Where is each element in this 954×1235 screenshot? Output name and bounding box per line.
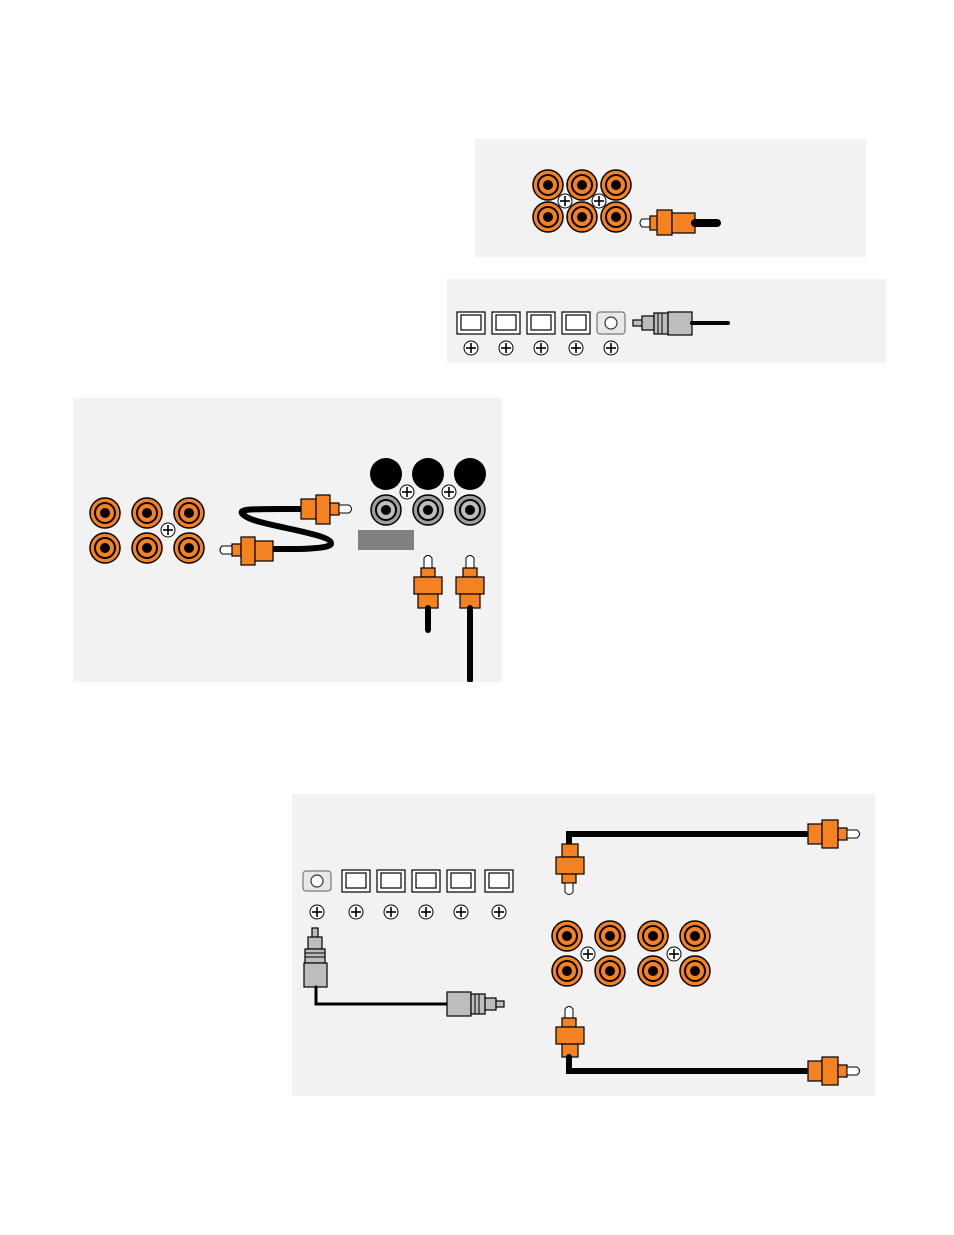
rca-jack-icon bbox=[174, 498, 204, 528]
panel-a bbox=[475, 139, 866, 257]
rca-jack-icon bbox=[638, 921, 668, 951]
black-knob-icon bbox=[370, 458, 402, 490]
rca-plug-icon bbox=[556, 1007, 584, 1058]
rca-plug-icon bbox=[640, 210, 695, 235]
rca-jack-icon bbox=[455, 495, 485, 525]
screw-icon bbox=[492, 905, 506, 919]
rca-plug-icon bbox=[808, 820, 860, 848]
rca-jack-icon bbox=[567, 202, 597, 232]
screw-icon bbox=[349, 905, 363, 919]
optical-plug-icon bbox=[304, 928, 327, 987]
rca-jack-icon bbox=[533, 170, 563, 200]
panel-d bbox=[292, 794, 875, 1096]
rca-plug-icon bbox=[556, 844, 584, 895]
screw-icon bbox=[667, 947, 681, 961]
screw-icon bbox=[499, 341, 513, 355]
optical-jack-icon bbox=[447, 870, 475, 892]
rca-jack-icon bbox=[601, 170, 631, 200]
optical-plug-icon bbox=[633, 312, 692, 335]
rca-jack-icon bbox=[680, 921, 710, 951]
panel-d-diagram bbox=[292, 794, 875, 1096]
rca-jack-icon bbox=[174, 533, 204, 563]
screw-icon bbox=[604, 341, 618, 355]
screw-icon bbox=[464, 341, 478, 355]
rca-jack-icon bbox=[595, 921, 625, 951]
screw-icon bbox=[581, 947, 595, 961]
cable-icon bbox=[569, 1057, 812, 1071]
rca-plug-icon bbox=[301, 495, 352, 524]
optical-jack-icon bbox=[377, 870, 405, 892]
rca-jack-icon bbox=[132, 533, 162, 563]
screw-icon bbox=[384, 905, 398, 919]
rca-jack-icon bbox=[567, 170, 597, 200]
rca-plug-icon bbox=[808, 1057, 860, 1085]
rca-jack-icon bbox=[132, 498, 162, 528]
rca-jack-icon bbox=[552, 956, 582, 986]
screw-icon bbox=[592, 194, 606, 208]
rca-jack-icon bbox=[90, 533, 120, 563]
panel-b bbox=[447, 279, 886, 363]
rca-jack-icon bbox=[90, 498, 120, 528]
rca-jack-icon bbox=[595, 956, 625, 986]
screw-icon bbox=[534, 341, 548, 355]
optical-jack-icon bbox=[492, 312, 520, 334]
rca-plug-icon bbox=[414, 556, 442, 609]
screw-icon bbox=[310, 905, 324, 919]
optical-plug-icon bbox=[447, 992, 504, 1016]
label-block bbox=[358, 530, 414, 550]
optical-jack-icon bbox=[303, 871, 331, 891]
optical-jack-icon bbox=[562, 312, 590, 334]
rca-jack-icon bbox=[601, 202, 631, 232]
optical-jack-icon bbox=[485, 870, 513, 892]
cable-icon bbox=[316, 987, 447, 1004]
rca-jack-icon bbox=[413, 495, 443, 525]
screw-icon bbox=[161, 523, 175, 537]
black-knob-icon bbox=[412, 458, 444, 490]
black-knob-icon bbox=[454, 458, 486, 490]
screw-icon bbox=[454, 905, 468, 919]
panel-b-diagram bbox=[447, 279, 886, 363]
rca-jack-icon bbox=[371, 495, 401, 525]
cable-icon bbox=[569, 834, 812, 844]
optical-jack-icon bbox=[597, 312, 625, 334]
panel-c-diagram bbox=[73, 398, 502, 682]
screw-icon bbox=[400, 485, 414, 499]
rca-plug-icon bbox=[220, 537, 273, 565]
panel-c bbox=[73, 398, 502, 682]
optical-jack-icon bbox=[342, 870, 370, 892]
optical-jack-icon bbox=[527, 312, 555, 334]
screw-icon bbox=[442, 485, 456, 499]
panel-a-diagram bbox=[475, 139, 866, 257]
rca-jack-icon bbox=[552, 921, 582, 951]
screw-icon bbox=[419, 905, 433, 919]
optical-jack-icon bbox=[457, 312, 485, 334]
rca-jack-icon bbox=[680, 956, 710, 986]
screw-icon bbox=[558, 194, 572, 208]
optical-jack-icon bbox=[412, 870, 440, 892]
screw-icon bbox=[569, 341, 583, 355]
rca-jack-icon bbox=[638, 956, 668, 986]
rca-plug-icon bbox=[456, 556, 484, 609]
rca-jack-icon bbox=[533, 202, 563, 232]
